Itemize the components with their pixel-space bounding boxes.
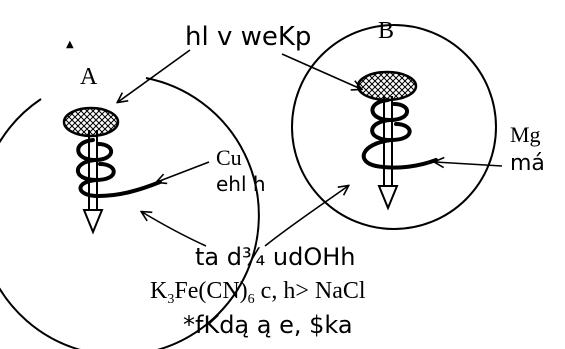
gel-blob-a <box>62 106 120 138</box>
formula-fe-sub: 6 <box>248 292 255 307</box>
dish-b-circle <box>291 24 497 230</box>
gel-blob-b <box>356 70 418 102</box>
arrow-bottom-to-dish-a <box>142 212 207 247</box>
arrow-cu-to-wire <box>157 161 210 182</box>
nail-b <box>377 96 399 211</box>
formula-k-sub: 3 <box>167 292 174 307</box>
label-mg: Mg <box>510 122 541 147</box>
label-pointer-top: hl v weKp <box>185 22 311 52</box>
arrow-mg-to-wire <box>435 162 503 166</box>
formula-fe: Fe(CN) <box>174 278 247 304</box>
label-bottom-line3: *fKdą ą e, $ka <box>183 311 353 339</box>
dish-a-label: A <box>80 64 98 90</box>
dish-a-circle <box>0 77 260 349</box>
coil-b <box>361 98 438 170</box>
formula-k: K <box>150 278 168 304</box>
top-marker: ▲ <box>66 39 74 50</box>
arrow-bottom-to-dish-b <box>264 186 348 247</box>
arrows <box>118 49 503 247</box>
arrow-top-to-gel-b <box>281 53 361 89</box>
dish-a: A ▲ <box>0 39 260 349</box>
label-cu-sub: ehl h <box>216 172 266 196</box>
dish-b-label: B <box>378 18 394 44</box>
dish-b: B <box>291 18 497 230</box>
arrow-top-to-gel-a <box>118 49 191 102</box>
label-cu: Cu <box>216 145 242 170</box>
label-formula: K3Fe(CN)6 c, h> NaCl <box>150 278 366 307</box>
coil-a <box>76 138 162 198</box>
label-mg-sub: má <box>510 151 545 176</box>
formula-rest: c, h> NaCl <box>255 278 366 304</box>
label-bottom-line1: ta d¾ udOHh <box>195 243 355 271</box>
